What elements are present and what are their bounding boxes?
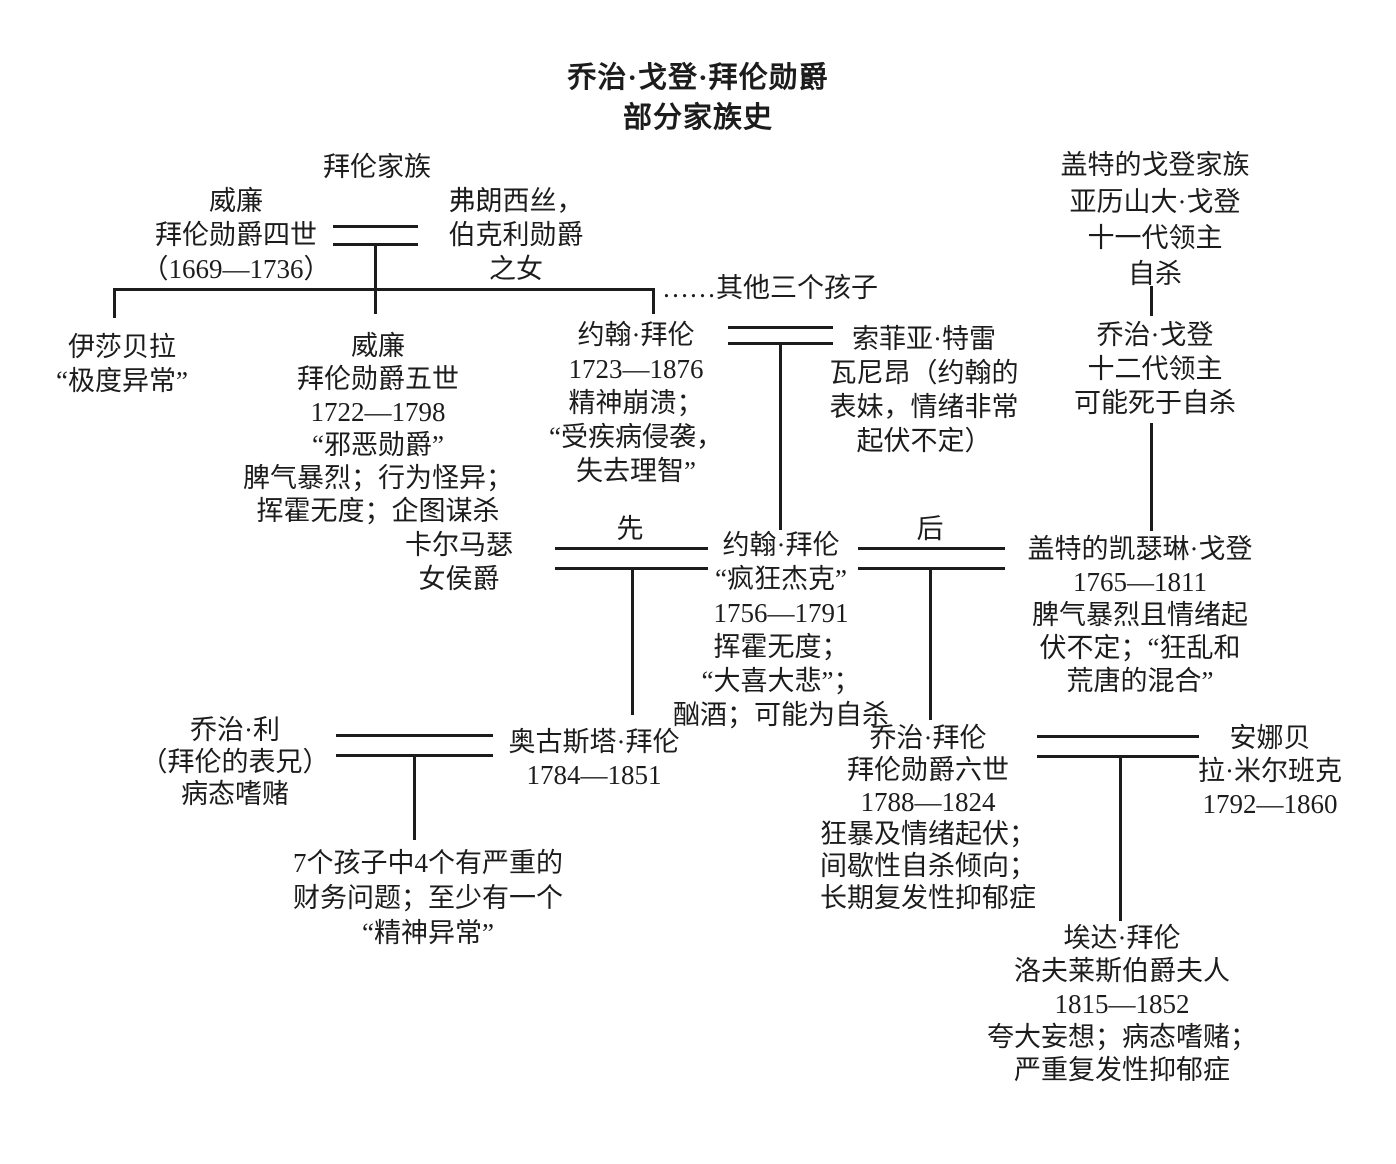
descent-line-marriage1	[374, 243, 377, 291]
node-augusta-byron: 奥古斯塔·拜伦 1784—1851	[508, 727, 680, 790]
node-george-gordon-12th: 乔治·戈登 十二代领主 可能死于自杀	[1074, 320, 1236, 418]
descent-line-catherine-to-byron6	[929, 567, 932, 720]
node-john-byron-1723: 约翰·拜伦 1723—1876 精神崩溃； “受疾病侵袭， 失去理智”	[549, 320, 723, 486]
marriage-line-william4-frances-top	[333, 225, 418, 228]
marriage-order-first-label: 先	[616, 514, 644, 544]
leigh-children-note: 7个孩子中4个有严重的 财务问题；至少有一个 “精神异常”	[293, 848, 563, 948]
node-annabella-milbanke: 安娜贝 拉·米尔班克 1792—1860	[1198, 723, 1342, 819]
diagram-title: 乔治·戈登·拜伦勋爵 部分家族史	[567, 62, 829, 134]
gordon-family-label: 盖特的戈登家族	[1060, 150, 1250, 180]
marriage-order-second-label: 后	[916, 514, 944, 544]
node-isabella: 伊莎贝拉 “极度异常”	[56, 332, 188, 396]
byron-family-label: 拜伦家族	[323, 152, 431, 182]
node-marchioness-carmarthen: 卡尔马瑟 女侯爵	[405, 530, 513, 594]
sibling-bar-gen2	[113, 288, 654, 291]
node-frances-berkeley: 弗朗西丝， 伯克利勋爵 之女	[448, 186, 584, 284]
drop-line-william5	[374, 288, 377, 314]
node-alexander-gordon: 亚历山大·戈登 十一代领主 自杀	[1069, 187, 1241, 289]
marriage-line-madjack-catherine-top	[858, 547, 1005, 550]
node-george-byron-6th: 乔治·拜伦 拜伦勋爵六世 1788—1824 狂暴及情绪起伏； 间歇性自杀倾向；…	[820, 723, 1036, 913]
node-george-leigh: 乔治·利 （拜伦的表兄） 病态嗜赌	[140, 715, 330, 809]
node-sophia-trevanion: 索菲亚·特雷 瓦尼昂（约翰的 表妹，情绪非常 起伏不定）	[829, 324, 1019, 456]
node-william-byron-5th: 威廉 拜伦勋爵五世 1722—1798 “邪恶勋爵” 脾气暴烈；行为怪异； 挥霍…	[243, 331, 513, 526]
node-ada-byron: 埃达·拜伦 洛夫莱斯伯爵夫人 1815—1852 夸大妄想；病态嗜赌； 严重复发…	[987, 923, 1257, 1085]
descent-line-leigh-children	[413, 754, 416, 840]
drop-line-john1723	[652, 288, 655, 314]
marriage-line-leigh-augusta-top	[336, 734, 493, 737]
marriage-line-byron6-annabella-bottom	[1037, 755, 1199, 758]
descent-line-carmarthen-to-augusta	[631, 567, 634, 715]
node-william-byron-4th: 威廉 拜伦勋爵四世 （1669—1736）	[141, 186, 331, 284]
marriage-line-john-sophia-top	[728, 326, 833, 329]
node-catherine-gordon: 盖特的凯瑟琳·戈登 1765—1811 脾气暴烈且情绪起 伏不定；“狂乱和 荒唐…	[1027, 534, 1253, 696]
node-john-mad-jack-byron: 约翰·拜伦 “疯狂杰克” 1756—1791 挥霍无度； “大喜大悲”； 酗酒；…	[673, 530, 889, 730]
other-children-note: ……其他三个孩子	[662, 273, 878, 303]
descent-line-byron6-to-ada	[1119, 755, 1122, 921]
marriage-line-carmarthen-madjack-top	[555, 547, 708, 550]
drop-line-isabella	[113, 288, 116, 318]
descent-line-george-gordon-to-catherine	[1150, 423, 1153, 531]
descent-line-alexander-to-george-gordon	[1150, 286, 1153, 316]
descent-line-john-sophia-to-madjack	[779, 342, 782, 530]
marriage-line-byron6-annabella-top	[1037, 735, 1199, 738]
